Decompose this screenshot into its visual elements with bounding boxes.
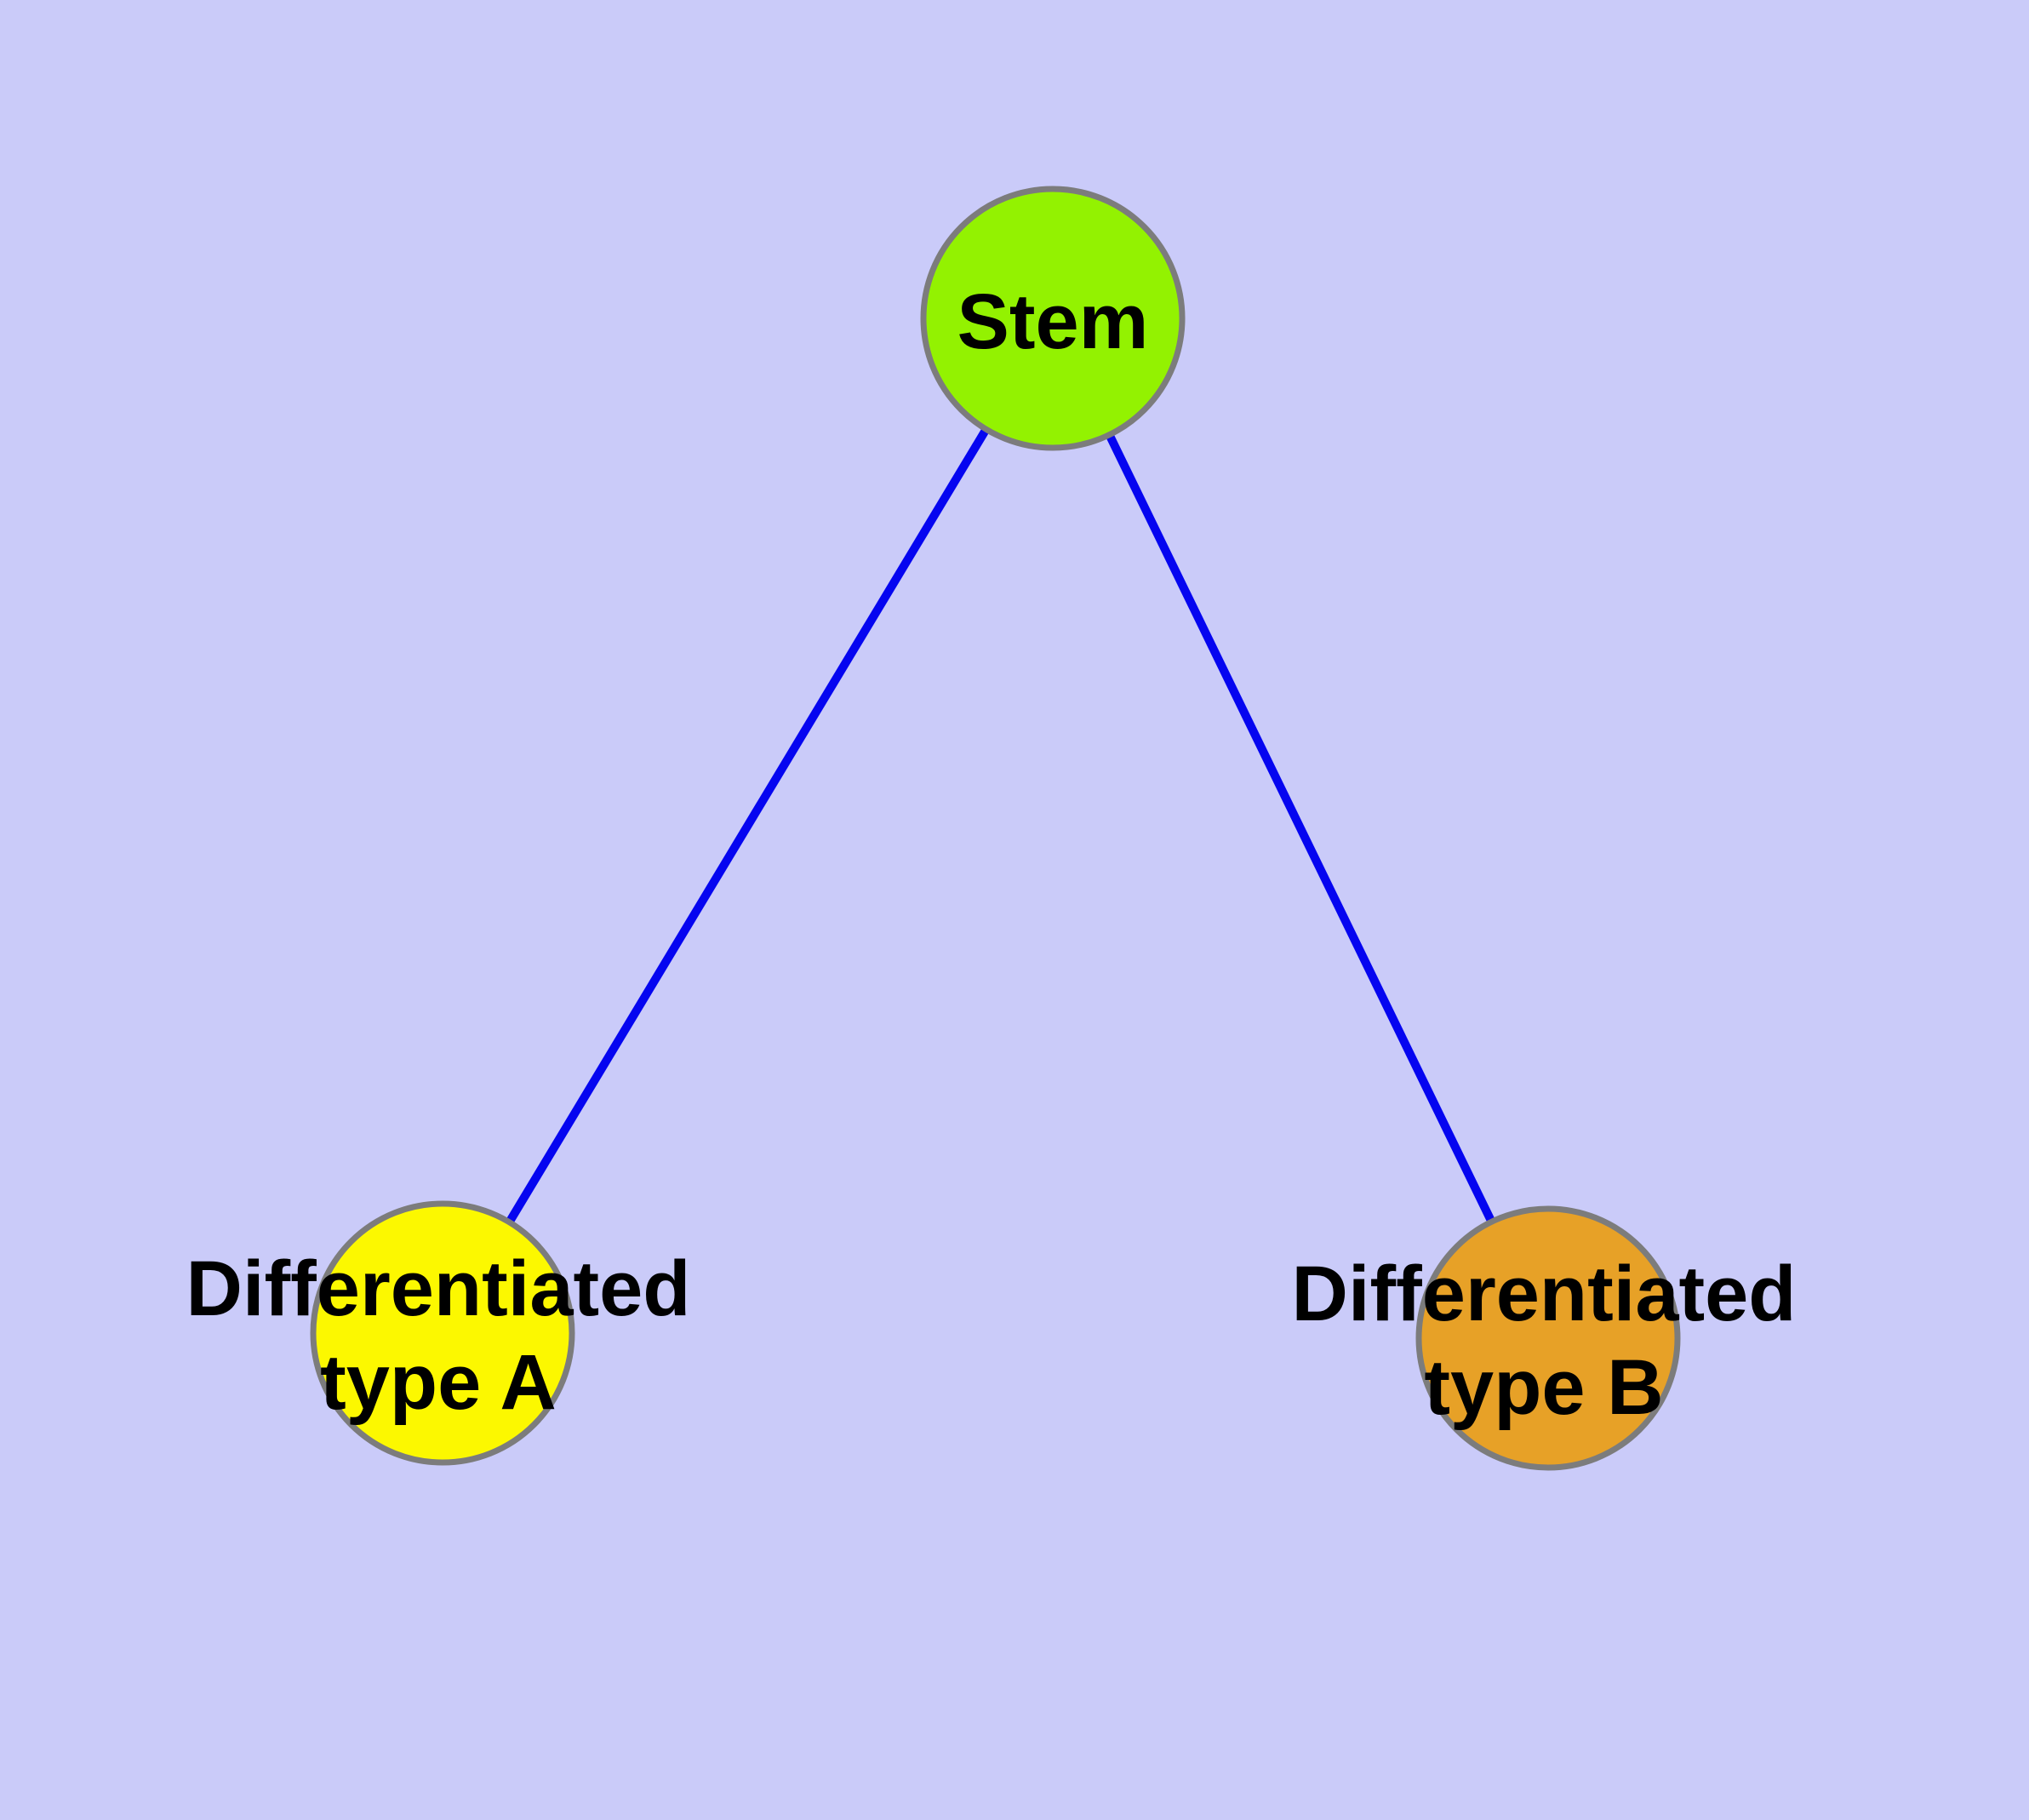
- node-type-b-label-line2: type B: [1424, 1344, 1663, 1431]
- node-type-a-label: Differentiated type A: [186, 1245, 691, 1426]
- node-layer: [310, 186, 1681, 1471]
- node-type-b-circle: [1415, 1205, 1681, 1471]
- label-layer: Stem Differentiated type A Differentiate…: [186, 278, 1797, 1431]
- node-type-a-circle: [310, 1200, 575, 1466]
- edge-layer: [438, 316, 1552, 1341]
- node-type-b-label: Differentiated type B: [1292, 1251, 1797, 1431]
- node-type-b-label-line1: Differentiated: [1292, 1251, 1797, 1337]
- node-stem-label: Stem: [957, 278, 1149, 365]
- edge-stem-to-type-b: [1049, 316, 1552, 1341]
- node-stem-circle: [920, 186, 1186, 451]
- node-type-a-label-line2: type A: [320, 1339, 557, 1426]
- node-type-a-label-line1: Differentiated: [186, 1245, 691, 1332]
- edge-stem-to-type-a: [438, 316, 1057, 1336]
